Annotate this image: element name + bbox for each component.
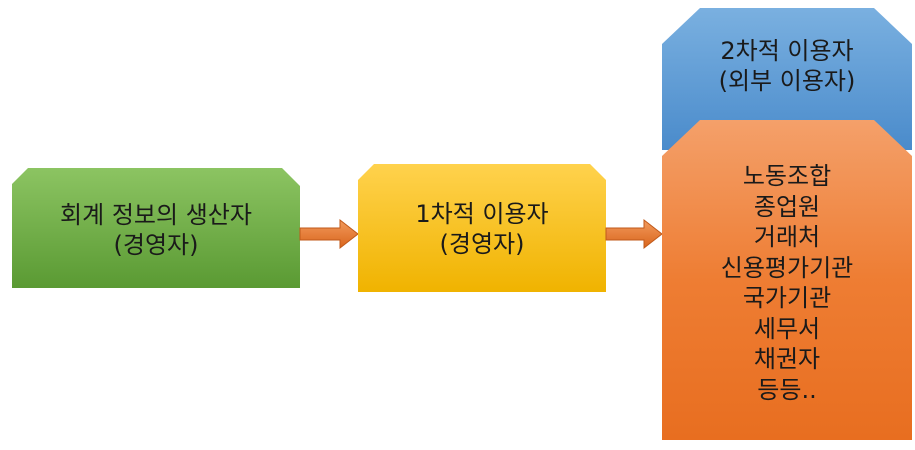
list-item: 세무서	[753, 314, 821, 343]
list-item: 채권자	[753, 345, 821, 373]
list-item: 등등..	[757, 375, 817, 404]
primary-user-box	[358, 164, 606, 292]
producer-role: (경영자)	[113, 231, 199, 259]
list-item: 노동조합	[742, 162, 832, 190]
primary-user-role: (경영자)	[439, 230, 525, 258]
secondary-user-title: 2차적 이용자	[720, 37, 854, 65]
external-users-list: 노동조합 종업원 거래처 신용평가기관 국가기관 세무서 채권자 등등..	[662, 148, 912, 418]
arrow-producer-to-primary	[299, 218, 359, 250]
list-item: 국가기관	[742, 284, 832, 312]
list-item: 신용평가기관	[720, 253, 854, 282]
primary-user-title: 1차적 이용자	[415, 200, 549, 228]
producer-box	[12, 168, 300, 288]
primary-user-label: 1차적 이용자 (경영자)	[358, 166, 606, 292]
secondary-user-label: 2차적 이용자 (외부 이용자)	[662, 28, 912, 104]
secondary-user-role: (외부 이용자)	[718, 67, 856, 95]
producer-title: 회계 정보의 생산자	[60, 201, 252, 229]
producer-label: 회계 정보의 생산자 (경영자)	[12, 170, 300, 290]
external-users-box	[662, 120, 912, 440]
list-item: 종업원	[753, 192, 821, 221]
arrow-primary-to-external	[605, 218, 663, 250]
list-item: 거래처	[753, 223, 821, 251]
secondary-user-box	[662, 8, 912, 150]
